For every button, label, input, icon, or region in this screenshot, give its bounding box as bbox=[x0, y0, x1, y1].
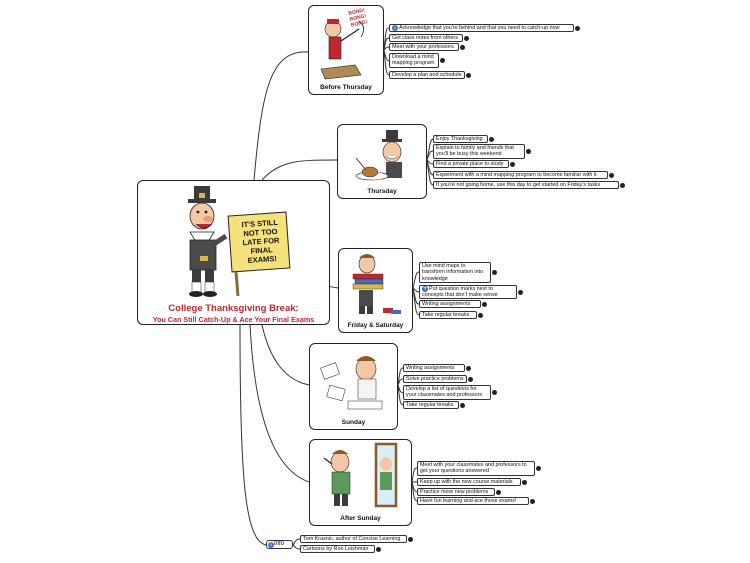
list-item[interactable]: Cartoons by Ron Leishman bbox=[300, 545, 375, 553]
list-item[interactable]: Experiment with a mind mapping program t… bbox=[433, 171, 608, 179]
branch-caption: Friday & Saturday bbox=[347, 322, 404, 329]
connector-after-sunday bbox=[249, 324, 310, 483]
list-item[interactable]: Use mind maps to transform information i… bbox=[419, 262, 491, 283]
expand-dot[interactable] bbox=[482, 302, 487, 307]
list-item[interactable]: Keep up with the new course materials bbox=[417, 478, 521, 486]
expand-dot[interactable] bbox=[575, 26, 580, 31]
list-item[interactable]: Develop a plan and schedule bbox=[389, 71, 465, 79]
connector-sunday bbox=[261, 324, 310, 386]
expand-dot[interactable] bbox=[466, 366, 471, 371]
branch-after-sunday-node[interactable]: After Sunday bbox=[309, 439, 412, 526]
list-item[interactable]: Have fun learning and ace those exams! bbox=[417, 497, 529, 505]
list-item[interactable]: Develop a list of questions for your cla… bbox=[403, 385, 491, 400]
branch-thursday-node[interactable]: Thursday bbox=[337, 124, 427, 199]
connector-thursday bbox=[261, 159, 338, 181]
list-item[interactable]: Enjoy Thanksgiving bbox=[433, 135, 488, 143]
expand-dot[interactable] bbox=[489, 137, 494, 142]
list-item[interactable]: Writing assignments bbox=[419, 300, 481, 308]
branch-caption: Thursday bbox=[367, 188, 397, 195]
list-item[interactable]: Practice more new problems bbox=[417, 488, 495, 496]
sign-text: IT'S STILL NOT TOO LATE FOR FINAL EXAMS! bbox=[241, 217, 280, 265]
expand-dot[interactable] bbox=[492, 390, 497, 395]
list-item[interactable]: Download a mind mapping program bbox=[389, 53, 439, 68]
expand-dot[interactable] bbox=[518, 290, 523, 295]
expand-dot[interactable] bbox=[496, 490, 501, 495]
expand-dot[interactable] bbox=[464, 36, 469, 41]
expand-dot[interactable] bbox=[492, 270, 497, 275]
info-icon[interactable]: i bbox=[392, 25, 398, 31]
studying-student-cartoon-illustration bbox=[320, 356, 383, 410]
expand-dot[interactable] bbox=[530, 499, 535, 504]
branch-caption: Before Thursday bbox=[320, 84, 372, 91]
connector-info bbox=[239, 324, 267, 546]
info-icon[interactable]: i bbox=[268, 541, 274, 548]
eating-pilgrim-cartoon-illustration bbox=[355, 130, 402, 181]
expand-dot[interactable] bbox=[376, 547, 381, 552]
list-item[interactable]: Explain to family and friends that you'l… bbox=[433, 144, 525, 159]
list-item[interactable]: Meet with your professors bbox=[389, 43, 459, 51]
list-item[interactable]: Tom Krasnic, author of Concise Learning bbox=[300, 535, 407, 543]
branch-sunday-node[interactable]: Sunday bbox=[309, 343, 398, 430]
expand-dot[interactable] bbox=[468, 377, 473, 382]
connector-before-thursday bbox=[253, 51, 309, 181]
mirror-student-cartoon-illustration bbox=[323, 442, 398, 508]
expand-dot[interactable] bbox=[460, 403, 465, 408]
list-item[interactable]: Take regular breaks bbox=[403, 401, 459, 409]
branch-before-thursday-node[interactable]: BONG! BONG! BONG! Before Thursday bbox=[308, 5, 384, 95]
branch-caption: Sunday bbox=[341, 419, 366, 426]
expand-dot[interactable] bbox=[620, 183, 625, 188]
list-item[interactable]: ?Put question marks next to concepts tha… bbox=[419, 285, 517, 299]
list-item[interactable]: Take regular breaks bbox=[419, 311, 477, 319]
pilgrim-cartoon-illustration bbox=[188, 186, 291, 297]
expand-dot[interactable] bbox=[466, 73, 471, 78]
list-item[interactable]: Find a private place to study bbox=[433, 160, 509, 168]
expand-dot[interactable] bbox=[460, 45, 465, 50]
expand-dot[interactable] bbox=[440, 58, 445, 63]
expand-dot[interactable] bbox=[526, 149, 531, 154]
list-item[interactable]: Get class notes from others bbox=[389, 34, 463, 42]
book-stack-cartoon-illustration bbox=[352, 254, 401, 314]
list-item[interactable]: Meet with your classmates and professors… bbox=[417, 461, 535, 476]
list-item[interactable]: If you're not going home, use this day t… bbox=[433, 181, 619, 189]
expand-dot[interactable] bbox=[609, 173, 614, 178]
central-topic-node[interactable]: IT'S STILL NOT TOO LATE FOR FINAL EXAMS!… bbox=[137, 180, 330, 325]
central-subtitle: You Can Still Catch-Up & Ace Your Final … bbox=[152, 315, 315, 324]
expand-dot[interactable] bbox=[408, 537, 413, 542]
branch-caption: After Sunday bbox=[340, 515, 381, 522]
expand-dot[interactable] bbox=[478, 313, 483, 318]
expand-dot[interactable] bbox=[510, 162, 515, 167]
branch-friday-saturday-node[interactable]: Friday & Saturday bbox=[338, 248, 413, 333]
list-item[interactable]: Writing assignments bbox=[403, 364, 465, 372]
question-icon[interactable]: ? bbox=[422, 286, 428, 292]
central-title: College Thanksgiving Break: bbox=[168, 303, 299, 314]
expand-dot[interactable] bbox=[522, 480, 527, 485]
bell-ringer-cartoon-illustration bbox=[320, 19, 364, 80]
expand-dot[interactable] bbox=[536, 466, 541, 471]
list-item[interactable]: Solve practice problems bbox=[403, 375, 467, 383]
